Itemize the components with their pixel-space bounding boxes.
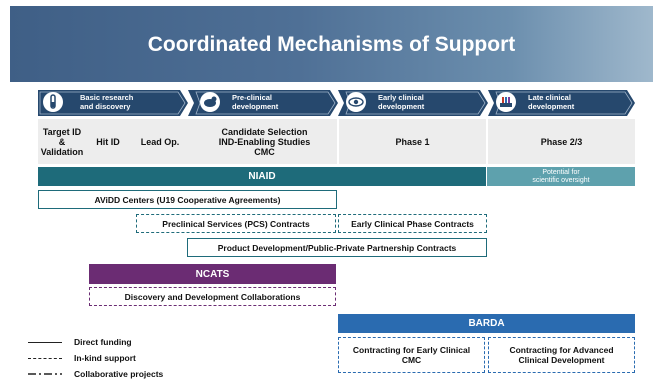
niaid-bar: NIAID [38, 167, 486, 186]
legend-direct-label: Direct funding [74, 337, 132, 347]
stage-row [38, 119, 635, 164]
stage-divider [486, 119, 488, 164]
solid-line-icon [28, 341, 62, 343]
avidd-centers-box: AViDD Centers (U19 Cooperative Agreement… [38, 190, 337, 209]
stage-target-id: Target ID&Validation [40, 126, 84, 157]
mouse-icon [200, 92, 220, 112]
legend-collaborative-projects: Collaborative projects [28, 369, 163, 379]
test-tube-icon [43, 92, 63, 112]
legend-direct-funding: Direct funding [28, 337, 132, 347]
eye-icon [346, 92, 366, 112]
product-development-box: Product Development/Public-Private Partn… [187, 238, 487, 257]
slide-title: Coordinated Mechanisms of Support [147, 33, 516, 56]
legend-collab-label: Collaborative projects [74, 369, 164, 379]
legend-inkind-label: In-kind support [74, 353, 136, 363]
stage-divider [337, 119, 339, 164]
dashed-line-icon [28, 357, 62, 359]
preclinical-services-box: Preclinical Services (PCS) Contracts [136, 214, 336, 233]
early-clinical-contracts-box: Early Clinical Phase Contracts [338, 214, 487, 233]
legend-in-kind-support: In-kind support [28, 353, 136, 363]
ncats-collaborations-box: Discovery and Development Collaborations [89, 287, 336, 306]
lab-tray-icon [496, 92, 516, 112]
ncats-bar: NCATS [89, 264, 336, 284]
stage-phase-2-3: Phase 2/3 [540, 136, 583, 147]
stage-phase-1: Phase 1 [395, 136, 430, 147]
title-banner: Coordinated Mechanisms of Support [10, 6, 653, 82]
stage-lead-op: Lead Op. [140, 136, 180, 147]
barda-bar: BARDA [338, 314, 635, 333]
dash-dot-line-icon [28, 373, 62, 375]
stage-hit-id: Hit ID [96, 136, 120, 147]
